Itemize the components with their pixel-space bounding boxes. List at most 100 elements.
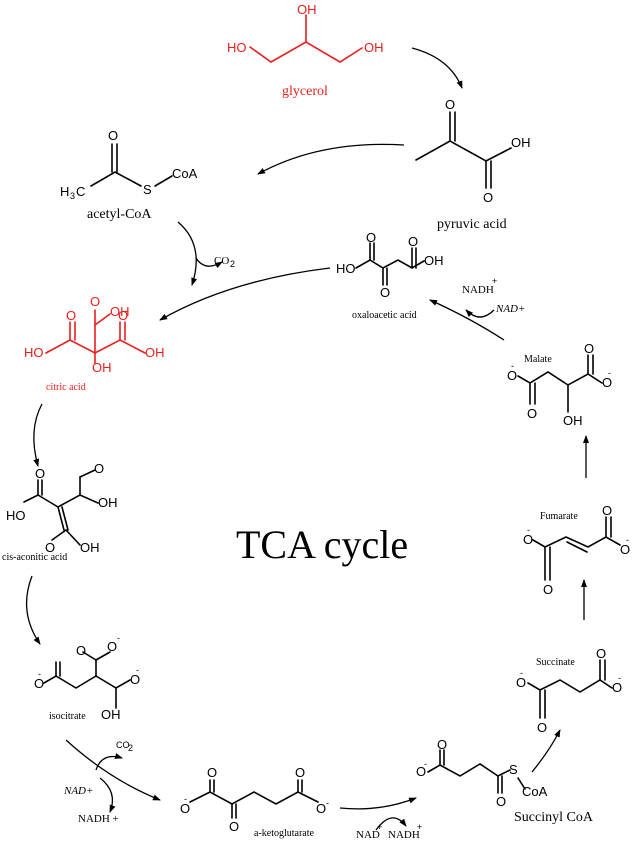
malate-minus-right: - [608, 368, 611, 378]
a-ketoglutarate-minus-right: - [326, 798, 329, 808]
citric-acid-oh-top: OH [110, 304, 130, 319]
succinate-o-right: O [612, 680, 622, 695]
diagram-title: TCA cycle [236, 522, 408, 567]
arrow-cis-aconitate-to-isocitrate [26, 575, 41, 645]
cis-aconitic-acid-oh-right: OH [98, 495, 118, 510]
citric-acid-oh-right: OH [145, 345, 165, 360]
acetyl-coa-h-subscript: 3 [70, 191, 75, 201]
succinate-o-left: O [516, 675, 526, 690]
arrow-pyruvate-to-acetyl-coa [257, 143, 405, 175]
isocitrate-minus-right: - [136, 665, 139, 675]
acetyl-coa-c: C [76, 184, 85, 199]
oxaloacetic-acid-label: oxaloacetic acid [352, 310, 417, 321]
cis-aconitic-acid-label: cis-aconitic acid [2, 552, 67, 563]
arrow-co2-release-top [195, 257, 223, 269]
malate-o-bottom: O [527, 406, 537, 421]
nadh-malate: NADH [462, 284, 494, 296]
oxaloacetic-acid-ho: HO [336, 261, 356, 276]
succinyl-coa-o-top: O [437, 737, 447, 752]
a-ketoglutarate-o-top-left: O [207, 765, 217, 780]
citric-acid-ho-left: HO [24, 345, 44, 360]
glycerol-ho-left: HO [227, 40, 247, 55]
co2-bottom-subscript: 2 [128, 743, 133, 753]
fumarate-minus-left: - [527, 525, 530, 535]
nadh-malate-plus: + [492, 276, 497, 286]
acetyl-coa-s: S [143, 182, 152, 197]
isocitrate-minus-left: - [38, 669, 41, 679]
succinyl-coa-minus: - [424, 759, 427, 769]
arrow-nad-to-nadh-isocitrate [99, 777, 116, 813]
a-ketoglutarate-o-keto: O [229, 819, 239, 834]
a-ketoglutarate-o-right: O [316, 801, 326, 816]
pyruvic-acid-o1: O [445, 97, 455, 112]
arrow-malate-to-oxaloacetate [429, 299, 505, 341]
arrow-ketoglutarate-to-succinyl-coa [339, 797, 417, 810]
cis-aconitic-acid-ho: HO [6, 508, 26, 523]
acetyl-coa-o: O [108, 128, 118, 143]
a-ketoglutarate-structure: O O O - O - O a-ketoglutarate [180, 765, 329, 839]
pyruvic-acid-structure: O O OH pyruvic acid [415, 97, 531, 232]
succinate-o-top: O [596, 646, 606, 661]
a-ketoglutarate-label: a-ketoglutarate [254, 828, 315, 839]
a-ketoglutarate-o-top-right: O [295, 765, 305, 780]
fumarate-o-bottom: O [543, 582, 553, 597]
acetyl-coa-label: acetyl-CoA [87, 207, 152, 222]
fumarate-o-top: O [602, 503, 612, 518]
succinyl-coa-label: Succinyl CoA [514, 810, 594, 825]
isocitrate-o-right: O [130, 672, 140, 687]
succinate-o-bottom: O [537, 720, 547, 735]
pyruvic-acid-oh: OH [511, 135, 531, 150]
succinyl-coa-o-left: O [416, 764, 426, 779]
cis-aconitic-acid-structure: O O OH HO O OH cis-aconitic acid [2, 461, 118, 563]
arrow-succinyl-coa-to-succinate [531, 729, 561, 773]
oxaloacetic-acid-oh: OH [424, 253, 444, 268]
citric-acid-o-top: O [90, 294, 100, 309]
acetyl-coa-structure: O H 3 C S CoA acetyl-CoA [60, 128, 198, 222]
fumarate-label: Fumarate [540, 511, 578, 522]
pyruvic-acid-label: pyruvic acid [437, 217, 507, 232]
nad-ketoglutarate-plus: + [377, 822, 382, 832]
acetyl-coa-h: H [60, 184, 69, 199]
nadh-ketoglutarate: NADH [388, 829, 420, 841]
isocitrate-minus-top: - [117, 633, 120, 643]
citric-acid-structure: O OH O O HO OH OH citric acid [24, 294, 165, 393]
malate-label: Malate [524, 354, 552, 365]
glycerol-label: glycerol [282, 84, 328, 99]
nad-malate: NAD+ [495, 303, 525, 315]
a-ketoglutarate-minus-left: - [184, 794, 187, 804]
citric-acid-o-left: O [66, 308, 76, 323]
co2-top: CO [214, 255, 229, 267]
fumarate-structure: Fumarate O O - O - O [523, 503, 630, 597]
oxaloacetic-acid-o1: O [366, 230, 376, 245]
acetyl-coa-coa: CoA [172, 166, 198, 181]
malate-o-top: O [584, 341, 594, 356]
malate-o-left: O [507, 368, 517, 383]
glycerol-oh-top: OH [297, 2, 317, 17]
arrow-nad-to-nadh-malate [465, 309, 495, 318]
malate-o-right: O [602, 375, 612, 390]
nadh-ketoglutarate-plus: + [417, 822, 422, 832]
isocitrate-o-left: O [34, 676, 44, 691]
arrow-citrate-to-cis-aconitate [33, 403, 43, 467]
fumarate-o-left: O [523, 532, 533, 547]
succinyl-coa-coa: CoA [522, 784, 548, 799]
succinyl-coa-s: S [509, 762, 518, 777]
arrow-nad-to-nadh-ketoglutarate [375, 817, 407, 831]
succinate-minus-right: - [618, 673, 621, 683]
co2-top-subscript: 2 [230, 259, 235, 269]
succinate-minus-left: - [520, 668, 523, 678]
oxaloacetic-acid-structure: O O O HO OH oxaloacetic acid [336, 230, 444, 321]
succinyl-coa-o-bottom: O [496, 794, 506, 809]
arrow-acetyl-coa-to-citrate [177, 221, 198, 286]
cis-aconitic-acid-o-bottom: O [45, 540, 55, 555]
nadh-isocitrate: NADH + [78, 813, 119, 825]
isocitrate-oh: OH [101, 707, 121, 722]
malate-minus-left: - [511, 361, 514, 371]
arrow-oxaloacetate-to-citrate [159, 267, 331, 321]
citric-acid-label: citric acid [46, 382, 86, 393]
glycerol-oh-right: OH [364, 40, 384, 55]
isocitrate-o-top-right: O [107, 639, 117, 654]
co2-bottom: CO [116, 740, 130, 750]
